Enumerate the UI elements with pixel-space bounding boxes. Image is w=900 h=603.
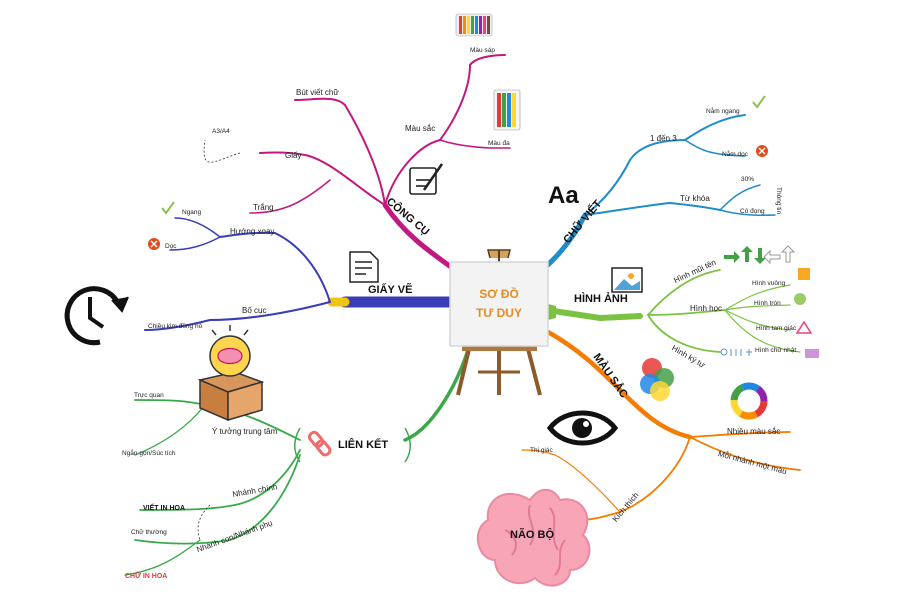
- check-icon: [752, 95, 766, 109]
- label-tu-khoa: Từ khóa: [680, 194, 710, 203]
- label-but-viet-chu: Bút viết chữ: [296, 88, 339, 97]
- clock-rotate-icon: [64, 286, 129, 346]
- aa-icon: Aa: [548, 182, 579, 209]
- crayons-icon: [455, 13, 493, 37]
- branch-label-giay-ve: GIẤY VẼ: [368, 283, 412, 296]
- lien-ket-brackets: [294, 427, 411, 463]
- label-hinh-chu-nhat: Hình chữ nhật: [755, 347, 796, 354]
- branch-label-hinh-anh: HÌNH ẢNH: [574, 292, 628, 305]
- label-ngang: Ngang: [182, 209, 202, 216]
- rgb-circles-icon: [640, 358, 674, 401]
- label-giay: Giấy: [285, 151, 301, 160]
- center-title-line-2: TƯ DUY: [476, 306, 522, 320]
- label-trang: Trắng: [253, 203, 274, 212]
- branch-mau-sac: [521, 329, 801, 521]
- center-title-line-1: SƠ ĐỒ: [479, 286, 519, 301]
- label-doc: Dọc: [165, 243, 177, 250]
- brain-icon: [476, 488, 591, 587]
- circle-shape-icon: [794, 293, 806, 305]
- check-icon: [161, 201, 175, 215]
- branch-cong-cu: [249, 54, 511, 275]
- label-hinh-tam-giac: Hình tam giác: [756, 325, 797, 332]
- label-bo-cuc: Bố cục: [242, 306, 266, 315]
- label-mau-sac-tool: Màu sắc: [405, 124, 435, 133]
- symbols-icon: [720, 348, 752, 356]
- color-wheel-icon: [730, 382, 768, 420]
- label-30: 30%: [741, 176, 754, 183]
- label-ngan-gon: Ngắn gọn/Súc tích: [122, 448, 176, 457]
- idea-box-icon: [197, 325, 265, 422]
- triangle-shape-icon: [795, 320, 813, 334]
- label-nam-doc: Nằm dọc: [722, 149, 749, 158]
- label-huong-xoay: Hướng xoay: [230, 227, 274, 236]
- square-shape-icon: [798, 268, 810, 280]
- label-nhanh-con: Nhánh con/Nhánh phụ: [195, 518, 273, 554]
- label-nao-bo: NÃO BỘ: [510, 528, 554, 541]
- label-viet-in-hoa: VIẾT IN HOA: [143, 502, 185, 512]
- markers-icon: [493, 89, 521, 131]
- branch-label-mau-sac: MÀU SẮC: [591, 351, 631, 401]
- label-mau-sap: Màu sáp: [470, 47, 495, 54]
- link-icon: [307, 430, 332, 457]
- label-hinh-ky-tu: Hình ký tự: [670, 343, 707, 370]
- eye-icon: [546, 410, 619, 446]
- label-hinh-hoc: Hình học: [690, 304, 722, 313]
- arrows-icon: [724, 245, 796, 265]
- label-y-tuong-trung-tam: Ý tưởng trung tâm: [212, 427, 278, 436]
- label-truc-quan: Trực quan: [134, 392, 164, 399]
- label-moi-nhanh: Mỗi nhánh một màu: [717, 449, 788, 476]
- label-hinh-vuong: Hình vuông: [752, 280, 786, 287]
- center-easel: [449, 249, 549, 396]
- label-1-den-3: 1 đến 3: [650, 134, 677, 143]
- label-a3a4: A3/A4: [212, 128, 230, 135]
- branch-label-lien-ket: LIÊN KẾT: [338, 438, 388, 451]
- label-thong-tin: Thông tin: [775, 187, 782, 214]
- cross-icon: [756, 145, 768, 157]
- label-nhanh-chinh: Nhánh chính: [232, 482, 278, 499]
- picture-icon: [611, 267, 643, 293]
- label-hinh-tron: Hình tròn: [754, 300, 781, 307]
- label-chu-thuong: Chữ thường: [131, 529, 167, 536]
- label-mau-da: Màu đa: [488, 140, 510, 147]
- document-icon: [349, 251, 379, 283]
- branch-lien-ket: [124, 348, 470, 576]
- label-thi-giac: Thị giác: [530, 447, 554, 454]
- branch-giay-ve: [144, 217, 461, 331]
- label-chu-in-hoa: CHỮ IN HOA: [125, 571, 167, 580]
- label-nam-ngang: Nằm ngang: [706, 106, 740, 115]
- cross-icon: [148, 238, 160, 250]
- pen-paper-icon: [409, 163, 444, 195]
- label-chieu-kim: Chiều kim đồng hồ: [148, 321, 203, 330]
- label-co-dong: Cô đọng: [740, 208, 765, 215]
- label-nhieu-mau-sac: Nhiều màu sắc: [727, 427, 780, 436]
- rectangle-shape-icon: [805, 349, 819, 358]
